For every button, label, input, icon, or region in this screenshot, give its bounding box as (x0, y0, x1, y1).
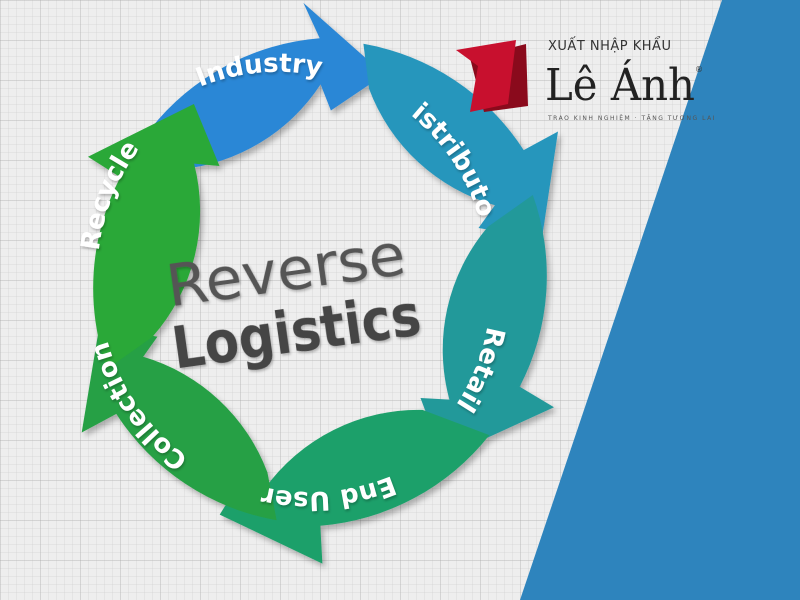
arrow-collection (81, 325, 277, 521)
arrow-enduser (219, 409, 490, 564)
right-blue-band (520, 0, 800, 600)
company-logo: XUẤT NHẬP KHẨU Lê Ánh ® TRAO KINH NGHIỆM… (456, 37, 716, 122)
logo-mark-shape (456, 40, 516, 112)
logo-top-text: XUẤT NHẬP KHẨU (548, 37, 671, 54)
arrow-industry (150, 2, 385, 170)
arrow-retail (420, 195, 554, 458)
logo-tagline: TRAO KINH NGHIỆM · TẶNG TƯƠNG LAI (547, 114, 716, 122)
center-title: Reverse Logistics (162, 220, 425, 383)
arrow-recycle (88, 104, 220, 369)
logo-registered-mark: ® (695, 65, 703, 74)
arrow-distributor (363, 43, 558, 239)
cycle-arrows (81, 2, 558, 564)
logo-main-text: Lê Ánh (545, 58, 695, 111)
